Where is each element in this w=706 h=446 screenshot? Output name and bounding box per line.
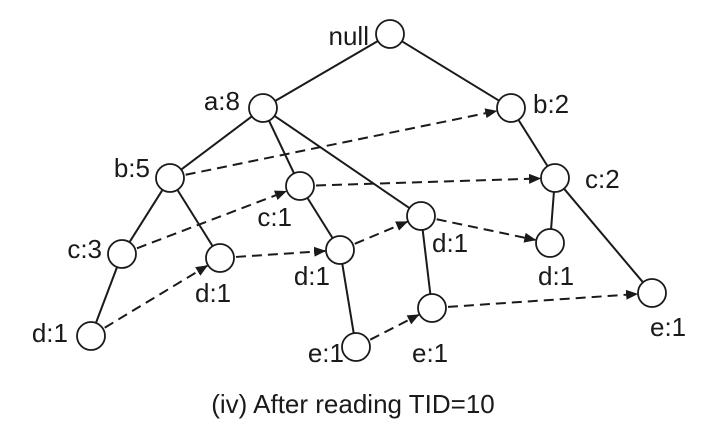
tree-node-e1_d1c1 bbox=[341, 332, 371, 362]
node-link-arrow-e1_d1a8-e1_c2 bbox=[447, 289, 639, 308]
tree-edge-null-b2 bbox=[401, 40, 500, 102]
tree-node-e1_d1a8 bbox=[417, 293, 447, 323]
tree-edge-d1_c1-e1_d1c1 bbox=[341, 263, 355, 334]
tree-edge-c3-d1_c3 bbox=[95, 266, 118, 324]
tree-node-d1_a8 bbox=[406, 201, 436, 231]
node-link-arrow-b5-b2 bbox=[185, 108, 498, 176]
tree-node-d1_c1 bbox=[325, 235, 355, 265]
node-link-arrow-d1_a8-d1_c2 bbox=[436, 218, 537, 243]
node-link-arrow-d1_c1-d1_a8 bbox=[354, 220, 409, 245]
node-label-null: null bbox=[329, 21, 369, 51]
tree-edge-c2-d1_c2 bbox=[550, 191, 555, 230]
tree-edges bbox=[95, 40, 644, 334]
node-link-arrow-c3-c1a bbox=[136, 190, 287, 250]
node-link-arrow-d1_c3-d1_b5 bbox=[104, 264, 209, 329]
tree-node-a8 bbox=[248, 93, 278, 123]
tree-node-c1a bbox=[285, 171, 315, 201]
tree-edge-a8-d1_a8 bbox=[273, 115, 411, 209]
node-label-e1_c2: e:1 bbox=[650, 312, 686, 342]
tree-node-b5 bbox=[155, 163, 185, 193]
node-label-b2: b:2 bbox=[533, 89, 569, 119]
node-link-arrow-d1_b5-d1_c1 bbox=[235, 246, 327, 258]
node-label-e1_d1c1: e:1 bbox=[308, 338, 344, 368]
tree-node-d1_b5 bbox=[205, 243, 235, 273]
tree-edge-b5-c3 bbox=[128, 189, 164, 243]
tree-edge-d1_a8-e1_d1a8 bbox=[421, 229, 432, 295]
node-label-d1_b5: d:1 bbox=[195, 278, 231, 308]
tree-nodes bbox=[76, 19, 667, 362]
tree-edge-c2-e1_c2 bbox=[563, 188, 644, 283]
tree-edge-a8-c1a bbox=[268, 120, 295, 174]
tree-edge-b2-c2 bbox=[517, 119, 549, 167]
node-label-c1a: c:1 bbox=[257, 202, 292, 232]
node-label-e1_d1a8: e:1 bbox=[412, 338, 448, 368]
node-link-arrow-e1_d1c1-e1_d1a8 bbox=[369, 313, 420, 341]
tree-edge-c1a-d1_c1 bbox=[306, 197, 334, 239]
node-label-c3: c:3 bbox=[67, 234, 102, 264]
diagram-caption: (iv) After reading TID=10 bbox=[211, 389, 495, 419]
node-label-d1_c2: d:1 bbox=[538, 261, 574, 291]
tree-node-b2 bbox=[496, 93, 526, 123]
node-label-d1_c3: d:1 bbox=[32, 318, 68, 348]
tree-node-d1_c2 bbox=[535, 228, 565, 258]
node-label-a8: a:8 bbox=[204, 86, 240, 116]
tree-node-c2 bbox=[540, 163, 570, 193]
tree-node-c3 bbox=[107, 239, 137, 269]
node-label-d1_c1: d:1 bbox=[294, 261, 330, 291]
tree-edge-null-a8 bbox=[274, 40, 379, 102]
node-label-c2: c:2 bbox=[585, 164, 620, 194]
tree-node-null bbox=[375, 19, 405, 49]
tree-node-d1_c3 bbox=[76, 321, 106, 351]
tree-edge-b5-d1_b5 bbox=[176, 189, 214, 247]
node-label-d1_a8: d:1 bbox=[432, 228, 468, 258]
tree-node-e1_c2 bbox=[637, 278, 667, 308]
node-link-arrow-c1a-c2 bbox=[315, 173, 542, 187]
node-link-edges bbox=[104, 108, 639, 341]
node-labels: null a:8 b:2 b:5 c:1 c:2 c:3 d:1 d:1 d:1 d:1 d:1 e:1… bbox=[32, 21, 686, 368]
tree-edge-a8-b5 bbox=[180, 115, 253, 171]
node-label-b5: b:5 bbox=[114, 153, 150, 183]
